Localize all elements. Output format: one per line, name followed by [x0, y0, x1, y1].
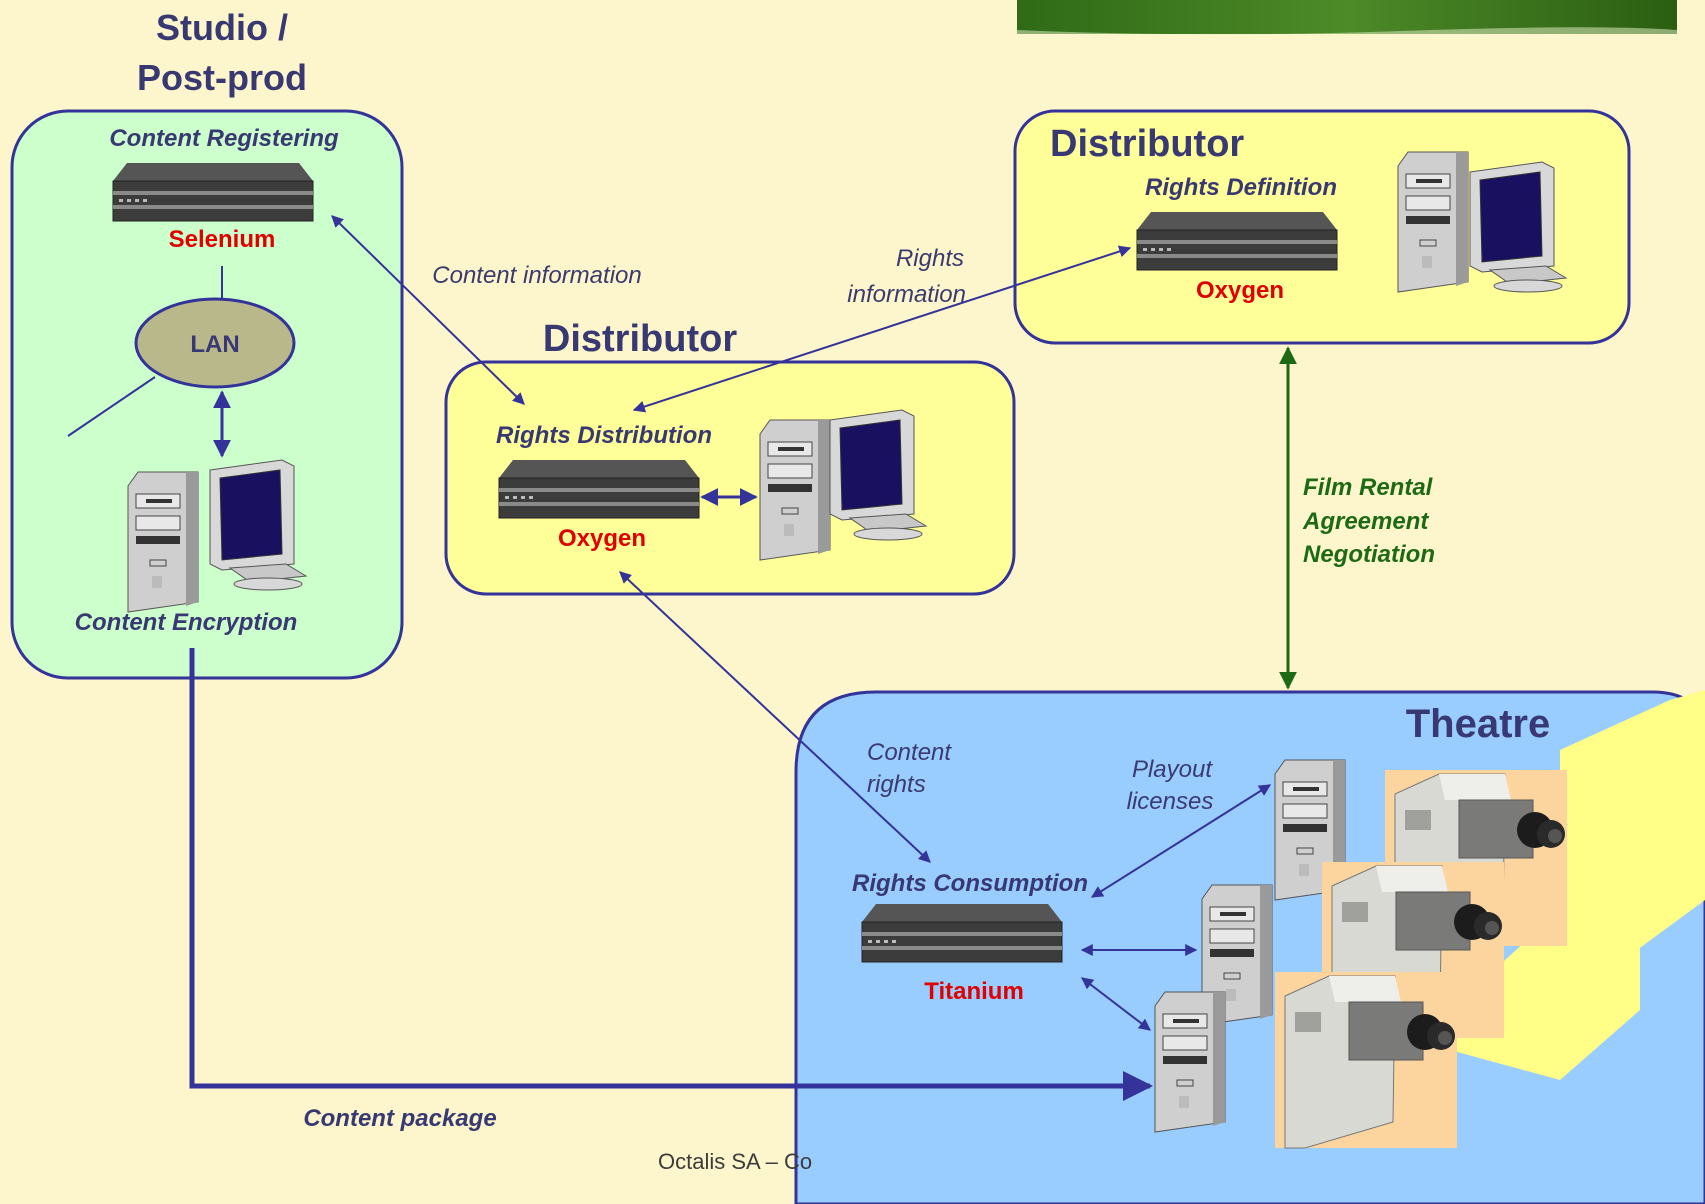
oxygen-top-label: Oxygen	[1196, 277, 1284, 304]
distributor-top-tower-pc-icon	[1397, 151, 1469, 293]
distributor-mid-tower-pc-icon	[759, 419, 831, 561]
footer-text: Octalis SA – Co	[658, 1149, 812, 1174]
content-rights-label-line1: Content	[867, 739, 952, 766]
selenium-label: Selenium	[169, 226, 276, 253]
film-rental-label-line1: Film Rental	[1303, 474, 1434, 501]
content-rights-label-line2: rights	[867, 771, 926, 798]
studio-title-line1: Studio /	[156, 7, 288, 48]
distributor-top-section: Distributor Rights Definition Oxygen	[1013, 109, 1631, 345]
content-rights-arrow	[619, 571, 931, 863]
titanium-tower3-arrow	[1081, 977, 1151, 1031]
content-information-label: Content information	[432, 262, 641, 289]
distributor-mid-title: Distributor	[543, 318, 737, 360]
studio-title-line2: Post-prod	[137, 57, 307, 98]
selenium-server-icon	[112, 162, 314, 222]
rights-information-arrow	[632, 245, 1132, 413]
lan-outbound-line	[67, 376, 156, 437]
oxygen-mid-server-icon	[498, 459, 700, 519]
studio-section: Studio / Post-prod Content Registering S…	[10, 7, 404, 680]
studio-tower-pc-icon	[127, 471, 199, 613]
titanium-label: Titanium	[924, 978, 1024, 1005]
distributor-mid-section: Distributor Rights Distribution Oxygen	[444, 318, 1016, 596]
playout-licenses-arrow	[1090, 784, 1272, 898]
theatre-section: Theatre Rights Consumption Titanium	[794, 690, 1705, 1204]
lan-node	[134, 297, 296, 389]
rights-definition-label: Rights Definition	[1145, 174, 1337, 201]
theatre-tower-pc-icon-3	[1154, 991, 1226, 1133]
projector-icon-3	[1274, 971, 1458, 1149]
film-rental-label-line3: Negotiation	[1303, 541, 1435, 568]
playout-licenses-label-line1: Playout	[1132, 756, 1213, 783]
playout-licenses-label-line2: licenses	[1127, 788, 1214, 815]
titanium-server-icon	[861, 903, 1063, 963]
content-encryption-label: Content Encryption	[75, 609, 298, 636]
rights-distribution-label: Rights Distribution	[496, 422, 712, 449]
theatre-title: Theatre	[1406, 702, 1551, 746]
distributor-top-title: Distributor	[1050, 123, 1244, 165]
rights-consumption-label: Rights Consumption	[852, 870, 1088, 897]
rights-information-label-line2: information	[847, 281, 966, 308]
oxygen-top-server-icon	[1136, 211, 1338, 271]
content-registering-label: Content Registering	[109, 125, 339, 152]
content-package-label: Content package	[303, 1105, 496, 1132]
content-information-arrow	[331, 215, 525, 405]
lan-label: LAN	[190, 331, 239, 358]
rights-information-label-line1: Rights	[896, 245, 964, 272]
film-rental-label-line2: Agreement	[1302, 508, 1429, 535]
oxygen-mid-label: Oxygen	[558, 525, 646, 552]
content-package-arrow	[189, 648, 1153, 1101]
